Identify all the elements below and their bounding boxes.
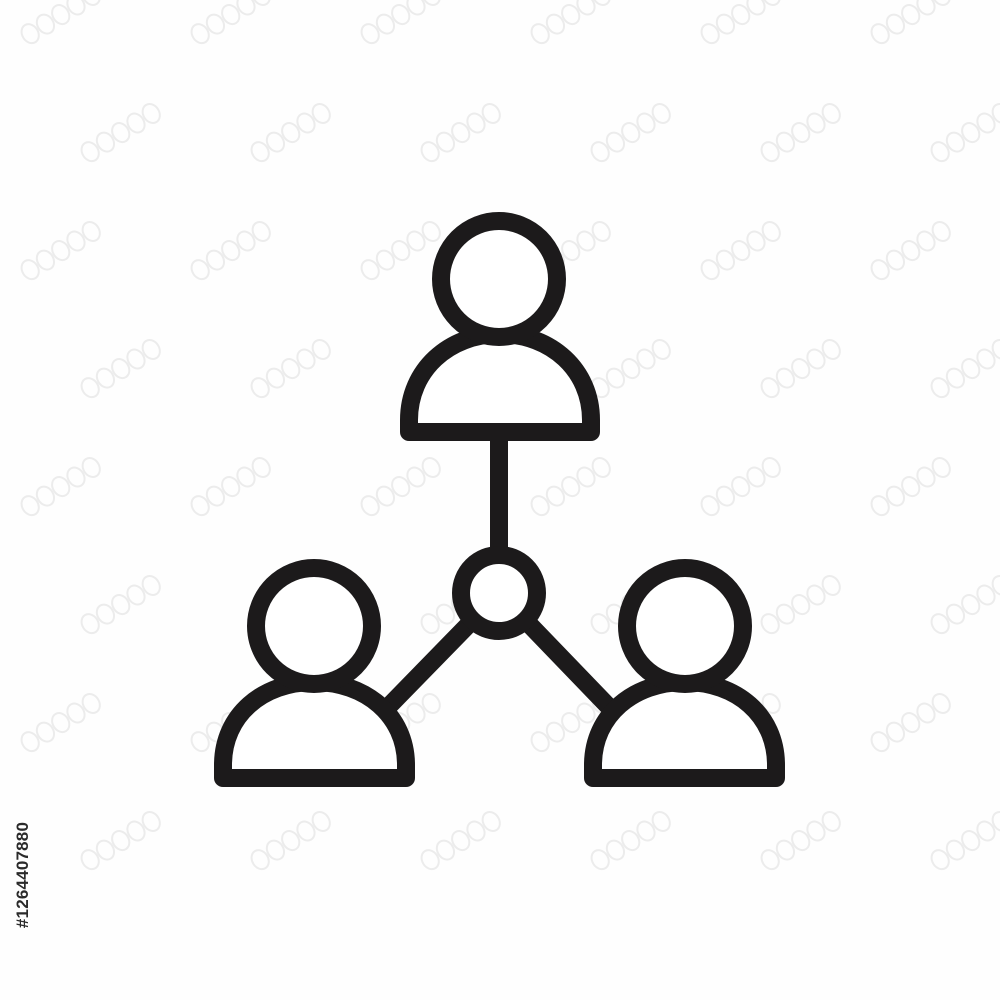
connector-line-left — [381, 614, 479, 714]
person-left-head — [247, 559, 381, 693]
person-left-body — [214, 673, 415, 787]
person-top-icon — [400, 212, 600, 441]
hub-node-icon — [452, 546, 546, 640]
person-right-body — [584, 673, 785, 787]
person-right-icon — [584, 559, 785, 787]
person-right-head — [618, 559, 752, 693]
stock-id-text: #1264407880 — [13, 821, 33, 929]
person-top-head — [432, 212, 566, 346]
person-top-body — [400, 325, 600, 441]
connector-line-right — [519, 614, 616, 714]
person-left-icon — [214, 559, 415, 787]
stock-id-label: #1264407880 — [6, 750, 40, 1000]
